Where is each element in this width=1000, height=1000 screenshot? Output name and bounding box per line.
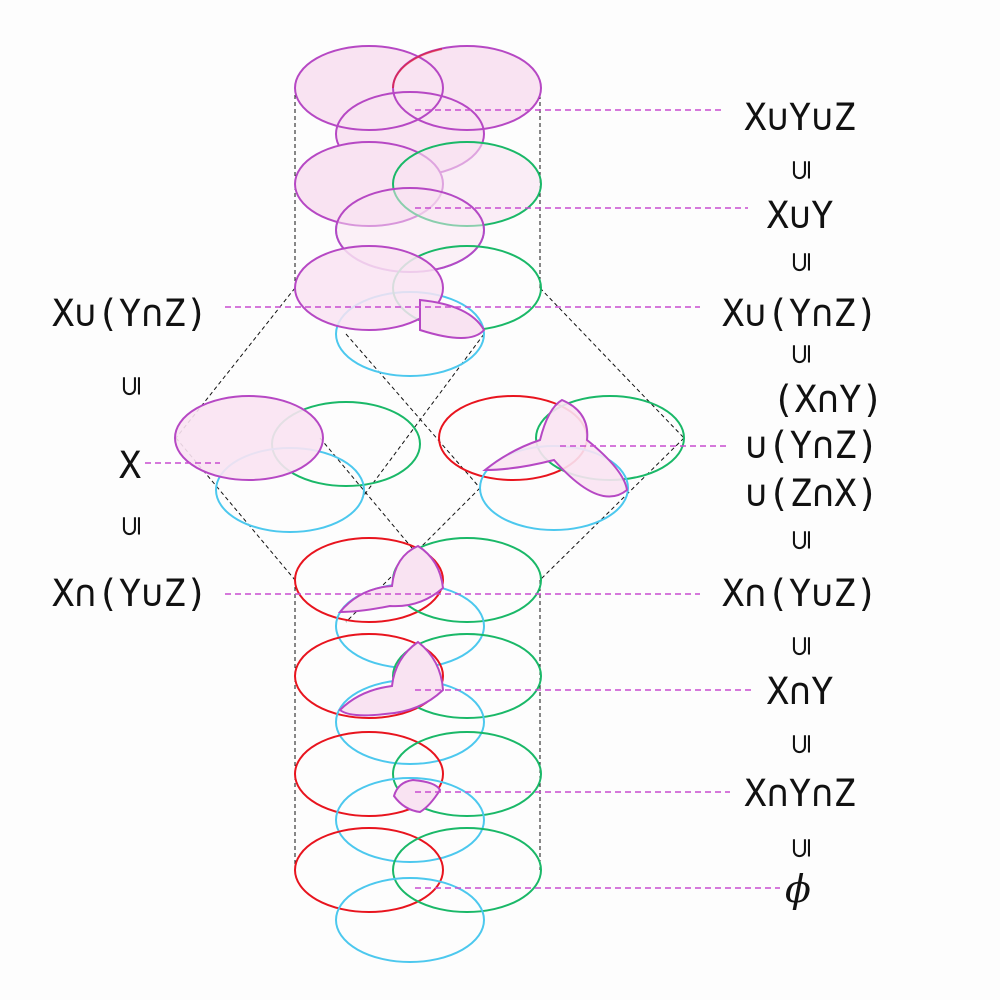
subset-symbol: ⊆ xyxy=(784,836,817,859)
circle-z xyxy=(335,777,485,863)
circle-y xyxy=(392,827,542,913)
label-xn-yuz: X∩(Y∪Z) xyxy=(722,572,878,615)
subset-symbol: ⊆ xyxy=(784,732,817,755)
circle-z xyxy=(335,877,485,963)
subset-symbol: ⊆ xyxy=(784,250,817,273)
label-left-xn-yuz: X∩(Y∪Z) xyxy=(52,572,208,615)
subset-symbol: ⊆ xyxy=(114,514,147,537)
subset-symbol: ⊆ xyxy=(784,528,817,551)
label-xu-ynz: X∪(Y∩Z) xyxy=(722,292,878,335)
subset-symbol: ⊆ xyxy=(114,374,147,397)
circle-x xyxy=(174,395,324,481)
label-empty-set: ϕ xyxy=(785,867,811,911)
label-pairwise-1: (X∩Y) xyxy=(772,378,883,421)
venn-empty xyxy=(294,827,542,963)
label-pairwise-2: ∪(Y∩Z) xyxy=(745,424,879,467)
venn-xny xyxy=(294,633,542,765)
subset-symbol: ⊆ xyxy=(784,634,817,657)
venn-xnynz xyxy=(294,731,542,863)
label-xnynz: X∩Y∩Z xyxy=(744,772,855,815)
circle-x xyxy=(294,537,444,623)
label-pairwise-3: ∪(Z∩X) xyxy=(745,472,879,515)
circle-y xyxy=(392,731,542,817)
circle-x xyxy=(294,245,444,331)
label-xuyuz: X∪Y∪Z xyxy=(744,96,855,139)
venn-xu-ynz-top xyxy=(294,245,542,377)
label-xny: X∩Y xyxy=(767,670,834,713)
subset-symbol: ⊆ xyxy=(784,158,817,181)
venn-x xyxy=(174,395,421,533)
right-labels: X∪Y∪Z ⊆ X∪Y ⊆ X∪(Y∩Z) ⊆ (X∩Y) ∪(Y∩Z) ∪(Z… xyxy=(722,96,884,911)
subset-symbol: ⊆ xyxy=(784,342,817,365)
circle-x xyxy=(294,731,444,817)
circle-x xyxy=(294,633,444,719)
left-labels: X∪(Y∩Z) ⊆ X ⊆ X∩(Y∪Z) xyxy=(52,292,208,615)
label-xuy: X∪Y xyxy=(767,194,834,237)
label-left-x: X xyxy=(119,444,141,487)
circle-x xyxy=(294,45,444,131)
circle-x xyxy=(294,827,444,913)
venn-pairwise xyxy=(438,395,685,531)
venn-xn-yuz xyxy=(294,537,542,669)
label-left-xu-ynz: X∪(Y∩Z) xyxy=(52,292,208,335)
leader-lines xyxy=(145,109,780,889)
